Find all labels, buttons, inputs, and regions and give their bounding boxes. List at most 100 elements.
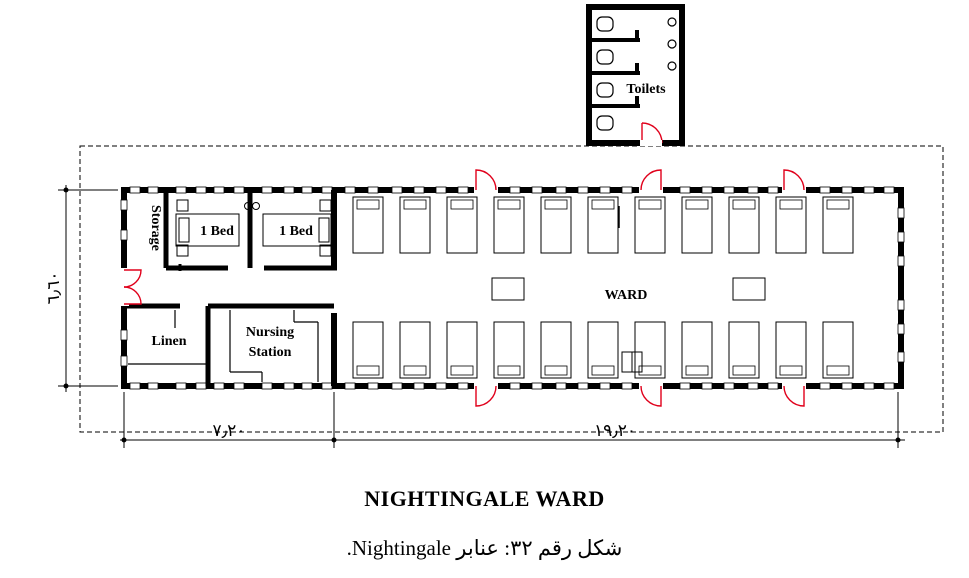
window	[391, 186, 403, 194]
window	[621, 186, 633, 194]
ward-top-doors	[474, 169, 806, 194]
ward-bed-top-4	[493, 196, 525, 254]
window	[531, 186, 543, 194]
storage-label: Storage	[148, 205, 163, 251]
ward-bed-bottom-8	[681, 321, 713, 379]
window	[195, 382, 207, 390]
ward-bed-top-11	[822, 196, 854, 254]
window	[233, 382, 245, 390]
ward-bed-top-3	[446, 196, 478, 254]
window	[599, 382, 611, 390]
window	[129, 382, 141, 390]
ward-bed-top-5	[540, 196, 572, 254]
ward-bed-bottom-9	[728, 321, 760, 379]
window	[747, 186, 759, 194]
window	[344, 186, 356, 194]
ward-bed-bottom-11	[822, 321, 854, 379]
ward-door-bottom-1[interactable]	[475, 385, 497, 407]
window	[435, 382, 447, 390]
window	[391, 382, 403, 390]
ward-bed-top-10	[775, 196, 807, 254]
window	[577, 382, 589, 390]
windows	[120, 186, 905, 390]
window	[175, 186, 187, 194]
ward-bed-top-2	[399, 196, 431, 254]
window	[767, 186, 779, 194]
window	[509, 186, 521, 194]
corridor-door[interactable]	[123, 269, 142, 305]
ward-beds	[352, 196, 854, 379]
window	[120, 229, 128, 241]
dimension-right-width: ١٩٫٢٠	[594, 421, 636, 441]
window	[233, 186, 245, 194]
window	[599, 186, 611, 194]
window	[129, 186, 141, 194]
ward-bed-bottom-5	[540, 321, 572, 379]
window	[261, 186, 273, 194]
window	[175, 382, 187, 390]
window	[841, 186, 853, 194]
window	[767, 382, 779, 390]
site-boundary	[79, 145, 944, 433]
window	[577, 186, 589, 194]
window	[863, 382, 875, 390]
window	[897, 351, 905, 363]
nursing-station-label-line2: Station	[249, 345, 292, 360]
window	[701, 382, 713, 390]
ward-bed-top-7	[634, 196, 666, 254]
window	[701, 186, 713, 194]
ward-door-top-1[interactable]	[475, 169, 497, 191]
dimension-lines	[58, 185, 905, 448]
window	[679, 382, 691, 390]
bed-room-2-furniture	[262, 199, 332, 257]
window	[863, 186, 875, 194]
window	[321, 382, 333, 390]
toilets-label: Toilets	[626, 82, 666, 97]
window	[213, 382, 225, 390]
window	[897, 299, 905, 311]
ward-bed-bottom-3	[446, 321, 478, 379]
linen-label: Linen	[151, 334, 186, 349]
dimension-height: ٦٫٦٠	[44, 272, 64, 305]
window	[621, 382, 633, 390]
bed-room-1-furniture	[175, 199, 260, 257]
window	[841, 382, 853, 390]
ward-bed-bottom-7	[634, 321, 666, 379]
ward-bed-bottom-10	[775, 321, 807, 379]
window	[679, 186, 691, 194]
window	[435, 186, 447, 194]
window	[531, 382, 543, 390]
figure-title: NIGHTINGALE WARD	[364, 486, 605, 511]
nursing-station-label-line1: Nursing	[246, 325, 294, 340]
window	[819, 186, 831, 194]
window	[897, 231, 905, 243]
ward-bed-top-9	[728, 196, 760, 254]
ward-door-bottom-3[interactable]	[783, 385, 805, 407]
floor-plan: Toilets	[44, 4, 944, 448]
ward-bed-top-1	[352, 196, 384, 254]
ward-door-top-2[interactable]	[640, 169, 662, 191]
window	[897, 255, 905, 267]
window	[283, 382, 295, 390]
window	[555, 382, 567, 390]
ward-door-top-3[interactable]	[783, 169, 805, 191]
window	[413, 382, 425, 390]
window	[283, 186, 295, 194]
window	[344, 382, 356, 390]
window	[723, 186, 735, 194]
window	[747, 382, 759, 390]
ward-bed-bottom-2	[399, 321, 431, 379]
window	[509, 382, 521, 390]
window	[457, 186, 469, 194]
window	[120, 199, 128, 211]
window	[301, 382, 313, 390]
ward-bottom-doors	[474, 382, 806, 407]
window	[195, 186, 207, 194]
ward-door-bottom-2[interactable]	[640, 385, 662, 407]
window	[261, 382, 273, 390]
window	[147, 382, 159, 390]
ward-bed-bottom-6	[587, 321, 619, 379]
window	[120, 329, 128, 341]
window	[413, 186, 425, 194]
window	[883, 382, 895, 390]
